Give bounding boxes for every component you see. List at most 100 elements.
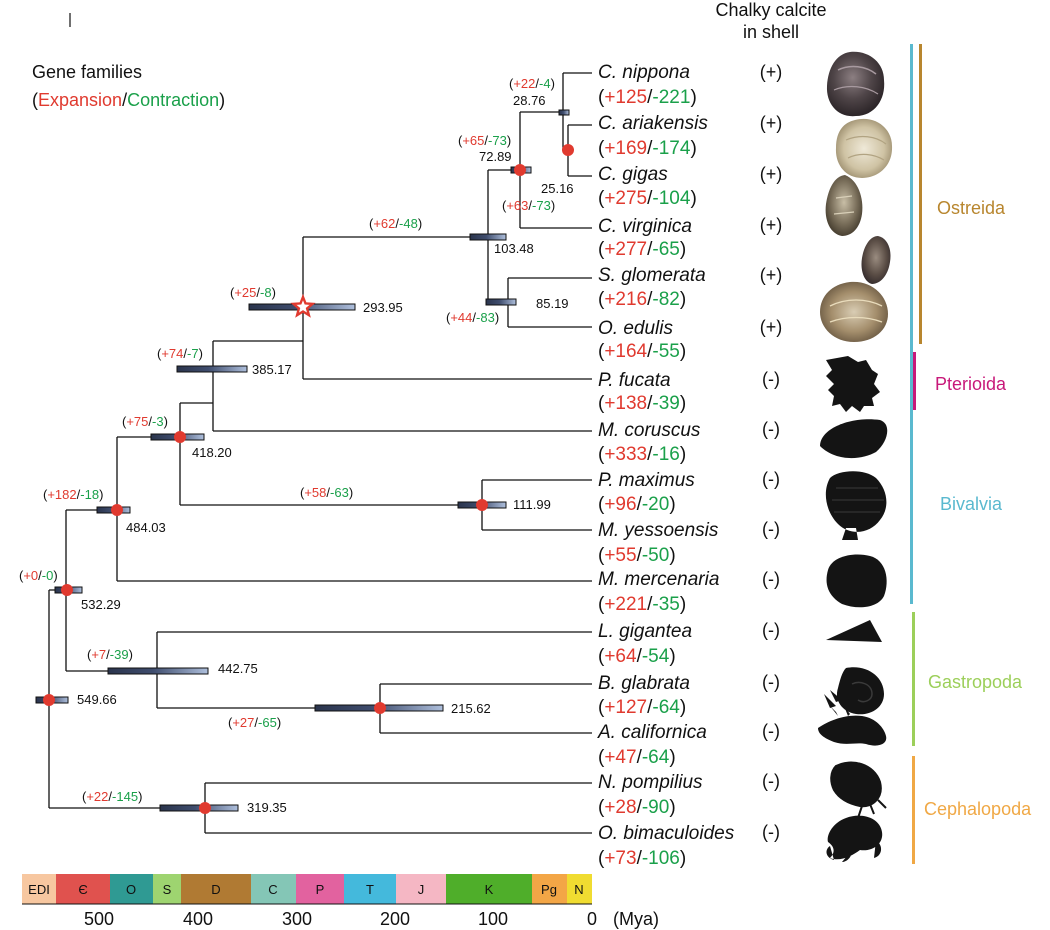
node-age: 549.66	[77, 692, 117, 707]
geologic-timescale	[22, 874, 592, 905]
period-label: Pg	[541, 882, 557, 897]
p-fucata-silhouette	[826, 356, 880, 412]
species-name: M. mercenaria	[598, 569, 719, 590]
node-event: (+75/-3)	[122, 414, 168, 429]
b-glabrata-silhouette	[824, 667, 884, 715]
node-dot	[374, 702, 386, 714]
ci-bar	[107, 667, 209, 675]
legend-slash: /	[122, 90, 127, 110]
period-label: EDI	[28, 882, 50, 897]
chalky-title-line1: Chalky calcite	[715, 0, 826, 20]
period-label: Є	[78, 882, 87, 897]
gastropoda-bar	[912, 612, 915, 746]
species-counts: (+125/-221)	[598, 87, 697, 108]
period-ordovician	[110, 874, 153, 904]
chalky-mark: (+)	[760, 215, 783, 235]
node-dot	[111, 504, 123, 516]
node-event: (+74/-7)	[157, 346, 203, 361]
node-event: (+65/-73)	[458, 133, 511, 148]
legend-contraction: Contraction	[127, 90, 219, 110]
clade-label-cephalopoda: Cephalopoda	[924, 799, 1032, 819]
node-dot	[514, 164, 526, 176]
tick-label: 200	[380, 909, 410, 929]
chalky-mark: (-)	[762, 419, 780, 439]
legend-expansion: Expansion	[38, 90, 122, 110]
o-bimaculoides-silhouette	[826, 815, 883, 862]
node-dot	[174, 431, 186, 443]
tick-label: 100	[478, 909, 508, 929]
period-label: K	[485, 882, 494, 897]
c-gigas-shell-image	[825, 175, 863, 236]
period-labels: EDI Є O S D C P T J K Pg N	[28, 882, 584, 897]
species-counts: (+221/-35)	[598, 594, 686, 615]
chalky-mark: (-)	[762, 620, 780, 640]
c-virginica-shell-image	[861, 236, 891, 284]
legend-close-paren: )	[219, 90, 225, 110]
species-name: P. fucata	[598, 370, 671, 391]
node-age: 111.99	[513, 497, 551, 512]
species-counts: (+127/-64)	[598, 697, 686, 718]
period-label: J	[418, 882, 425, 897]
ci-bar	[558, 109, 570, 116]
ostreida-bar	[919, 44, 922, 344]
node-age: 85.19	[536, 296, 569, 311]
species-list: C. nippona (+125/-221) C. ariakensis (+1…	[597, 62, 735, 869]
pterioida-bar	[913, 352, 916, 410]
legend-open-paren: (	[32, 90, 38, 110]
species-name: P. maximus	[598, 470, 695, 491]
chalky-mark: (+)	[760, 113, 783, 133]
species-counts: (+47/-64)	[598, 747, 676, 768]
node-dot	[562, 144, 574, 156]
clade-label-bivalvia: Bivalvia	[940, 494, 1003, 514]
period-devonian	[181, 874, 251, 904]
species-name: N. pompilius	[598, 772, 703, 793]
species-name: O. edulis	[598, 318, 673, 339]
period-carboniferous	[251, 874, 296, 904]
period-triassic	[344, 874, 396, 904]
node-event: (+58/-63)	[300, 485, 353, 500]
node-dot	[199, 802, 211, 814]
chalky-mark: (-)	[762, 822, 780, 842]
a-californica-silhouette	[818, 706, 887, 746]
node-events: (+22/-4) (+63/-73) (+65/-73) (+44/-83) (…	[19, 76, 555, 804]
node-event: (+0/-0)	[19, 568, 58, 583]
node-age: 532.29	[81, 597, 121, 612]
node-dot	[43, 694, 55, 706]
chalky-mark: (-)	[762, 672, 780, 692]
tick-label: 0	[587, 909, 597, 929]
species-counts: (+73/-106)	[598, 848, 686, 869]
species-counts: (+164/-55)	[598, 341, 686, 362]
node-age: 484.03	[126, 520, 166, 535]
period-cambrian	[56, 874, 110, 904]
node-event: (+22/-4)	[509, 76, 555, 91]
species-counts: (+275/-104)	[598, 188, 697, 209]
ci-bar	[176, 365, 248, 373]
period-label: N	[574, 882, 583, 897]
node-dot	[61, 584, 73, 596]
clade-label-pterioida: Pterioida	[935, 374, 1007, 394]
species-counts: (+55/-50)	[598, 545, 676, 566]
l-gigantea-silhouette	[826, 620, 882, 642]
chalky-mark: (-)	[762, 369, 780, 389]
period-silurian	[153, 874, 181, 904]
chalky-mark: (+)	[760, 317, 783, 337]
chalky-mark: (+)	[760, 164, 783, 184]
star-marker	[290, 293, 316, 318]
species-counts: (+169/-174)	[598, 138, 697, 159]
node-age: 442.75	[218, 661, 258, 676]
m-coruscus-silhouette	[820, 419, 888, 459]
species-counts: (+333/-16)	[598, 444, 686, 465]
bivalvia-bar	[910, 44, 913, 604]
node-age: 418.20	[192, 445, 232, 460]
tick-label: 400	[183, 909, 213, 929]
clade-bars	[910, 44, 922, 864]
legend-text: (Expansion/Contraction)	[32, 90, 225, 110]
species-name: O. bimaculoides	[598, 823, 735, 844]
period-permian	[296, 874, 344, 904]
period-neogene	[567, 874, 592, 904]
species-name: B. glabrata	[598, 673, 690, 694]
oyster-photos	[820, 51, 893, 342]
c-nippona-shell-image	[826, 51, 885, 117]
